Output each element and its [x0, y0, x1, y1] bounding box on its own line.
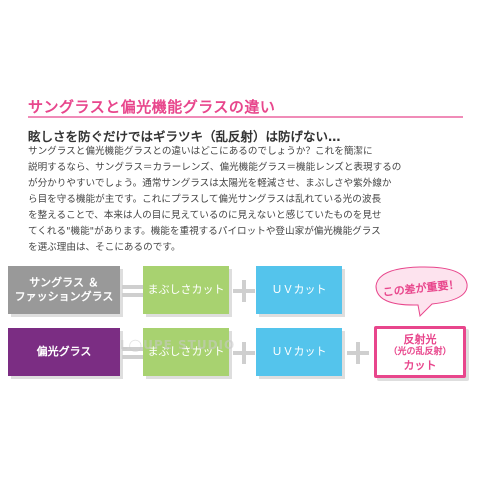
plus-icon — [233, 280, 255, 302]
body-line: ら目を守る機能が主です。これにプラスして偏光サングラスは乱れている光の波長 — [28, 194, 382, 205]
description-paragraph: サングラスと偏光機能グラスとの違いはどこにあるのでしょうか？これを簡潔に 説明す… — [28, 144, 468, 256]
body-line: を選ぶ理由は、そこにあるのです。 — [28, 242, 181, 253]
body-line: を整えることで、本来は人の目に見えているのに見えないと感じていたものを見せ — [28, 210, 382, 221]
glare-cut-box: まぶしさカット — [143, 266, 229, 314]
subtitle: 眩しさを防ぐだけではギラツキ（乱反射）は防げない… — [28, 129, 341, 144]
body-line: てくれる"機能"があります。機能を重視するパイロットや登山家が偏光機能グラス — [28, 226, 381, 237]
body-line: 説明するなら、サングラス＝カラーレンズ、偏光機能グラス＝機能レンズと表現するの — [28, 162, 402, 173]
uv-cut-box: ＵＶカット — [256, 266, 342, 314]
reflection-line: カット — [403, 358, 437, 372]
glare-cut-box: まぶしさカット — [143, 328, 229, 376]
plus-icon — [347, 342, 369, 364]
title-underline — [28, 116, 463, 118]
badge-burst-icon — [375, 266, 468, 318]
label-line: サングラス ＆ — [29, 276, 99, 289]
equals-icon — [122, 342, 144, 364]
important-difference-badge: この差が重要！ — [370, 262, 472, 318]
section-title: サングラスと偏光機能グラスの違い — [28, 98, 276, 116]
reflection-line: 反射光 — [403, 332, 437, 346]
plus-icon — [233, 342, 255, 364]
watermark: L◯UPE STUDIO — [120, 338, 236, 352]
equals-icon — [122, 280, 144, 302]
sunglasses-fashion-label: サングラス ＆ ファッショングラス — [8, 266, 120, 314]
body-line: サングラスと偏光機能グラスとの違いはどこにあるのでしょうか？これを簡潔に — [28, 146, 373, 157]
label-line: ファッショングラス — [14, 290, 114, 303]
body-line: が分かりやすいでしょう。通常サングラスは太陽光を軽減させ、まぶしさや紫外線か — [28, 178, 392, 189]
uv-cut-box: ＵＶカット — [256, 328, 342, 376]
reflection-line: （光の乱反射） — [388, 346, 452, 357]
polarized-glasses-label: 偏光グラス — [8, 328, 120, 376]
reflection-cut-box: 反射光 （光の乱反射） カット — [374, 326, 466, 378]
